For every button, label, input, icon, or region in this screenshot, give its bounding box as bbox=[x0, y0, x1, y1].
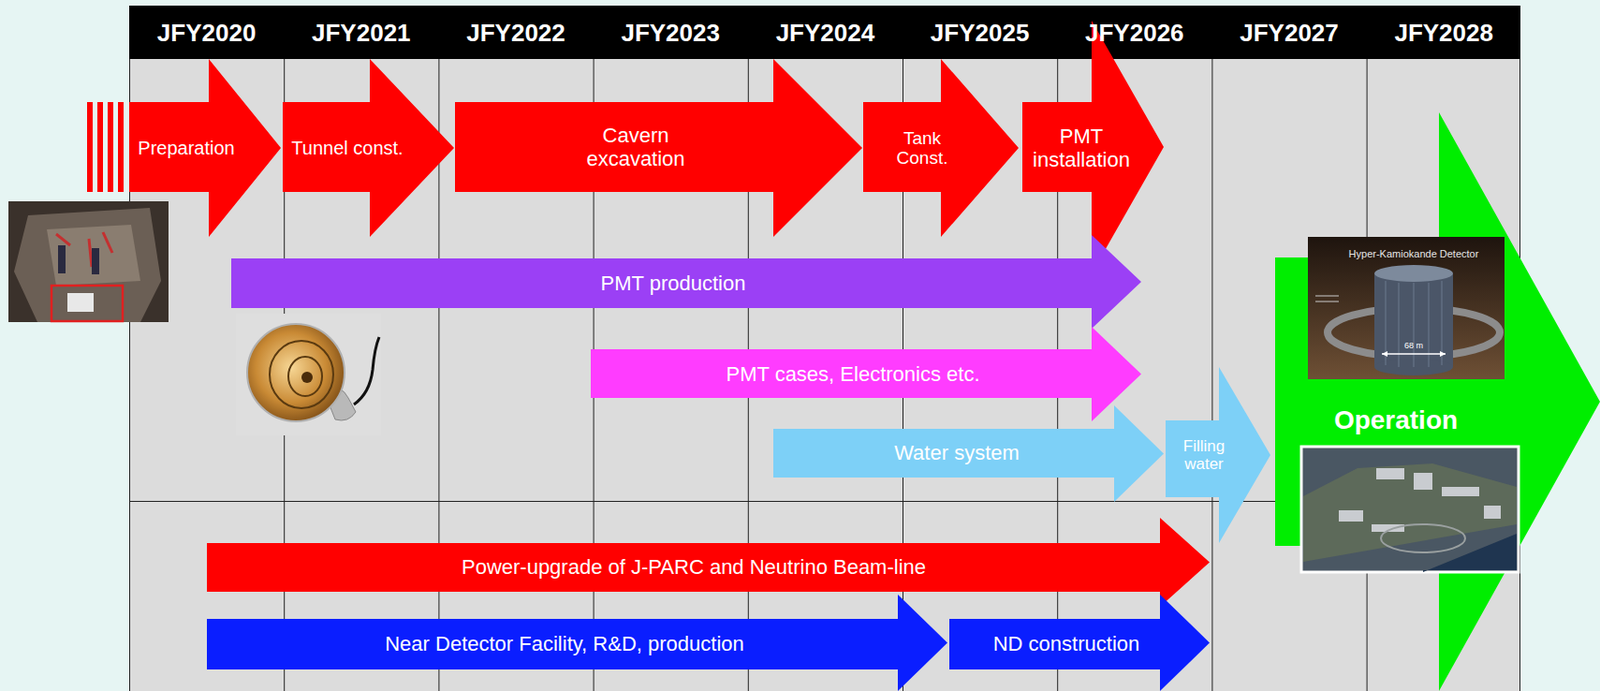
inset-title: Hyper-Kamiokande Detector bbox=[1349, 248, 1480, 260]
timeline-arrow: PMT installation bbox=[1022, 20, 1164, 274]
dimension-label: 68 m bbox=[1404, 340, 1424, 351]
label-holder: JFY2022 bbox=[466, 18, 566, 48]
arrow-polygon bbox=[863, 58, 1019, 237]
arrow-polygon bbox=[282, 58, 455, 237]
timeline-arrow: ND construction bbox=[949, 594, 1210, 691]
arrow-label: Power-upgrade of J-PARC and Neutrino Bea… bbox=[461, 556, 926, 580]
arrow-label: PMT production bbox=[601, 272, 747, 296]
arrow-label: Water system bbox=[894, 441, 1020, 466]
aerial-photo bbox=[1301, 446, 1519, 573]
text-holder: Operation bbox=[1334, 405, 1458, 435]
label-holder: JFY2023 bbox=[620, 18, 720, 48]
year-header: JFY2023 bbox=[620, 18, 720, 48]
detector-inset bbox=[1307, 236, 1505, 380]
year-header: JFY2028 bbox=[1394, 18, 1494, 48]
timeline-arrow: PMT cases, Electronics etc. bbox=[590, 326, 1142, 422]
text-holder: Filling water bbox=[1175, 437, 1233, 473]
text-holder: PMT cases, Electronics etc. bbox=[725, 363, 980, 387]
text-holder: ND construction bbox=[993, 632, 1141, 657]
label-holder: JFY2025 bbox=[930, 18, 1030, 48]
arrow-label: Operation bbox=[1334, 405, 1458, 435]
label-holder: JFY2028 bbox=[1394, 18, 1494, 48]
text-holder: Tank Const. bbox=[889, 128, 955, 169]
text-holder: Near Detector Facility, R&D, production bbox=[384, 632, 745, 657]
arrow-label: Tank Const. bbox=[889, 128, 955, 169]
arrow-polygon bbox=[773, 405, 1164, 502]
timeline-arrow: Power-upgrade of J-PARC and Neutrino Bea… bbox=[206, 517, 1210, 607]
text-holder: Tunnel const. bbox=[291, 137, 403, 159]
timeline-arrow: Filling water bbox=[1165, 366, 1271, 544]
arrow-label: Tunnel const. bbox=[291, 137, 403, 159]
label-holder: JFY2026 bbox=[1085, 18, 1185, 48]
label-holder: JFY2021 bbox=[311, 18, 412, 48]
text-holder: Cavern excavation bbox=[565, 124, 706, 171]
arrow-label: Preparation bbox=[137, 137, 235, 159]
text-holder: Power-upgrade of J-PARC and Neutrino Bea… bbox=[461, 556, 926, 580]
year-header: JFY2025 bbox=[930, 18, 1030, 48]
label-holder: JFY2027 bbox=[1239, 18, 1339, 48]
label-holder: Hyper-Kamiokande Detector bbox=[1349, 244, 1480, 262]
year-header: JFY2027 bbox=[1239, 18, 1339, 48]
year-header: JFY2020 bbox=[157, 18, 257, 48]
year-header: JFY2022 bbox=[466, 18, 566, 48]
year-header: JFY2024 bbox=[776, 18, 876, 48]
arrow-label: Near Detector Facility, R&D, production bbox=[384, 632, 745, 657]
tunnel-photo bbox=[8, 201, 169, 323]
timeline-arrow: Water system bbox=[773, 405, 1164, 502]
year-header: JFY2021 bbox=[311, 18, 412, 48]
timeline-arrow: Near Detector Facility, R&D, production bbox=[206, 594, 948, 691]
arrow-polygon bbox=[949, 594, 1210, 691]
timeline-arrow: Tunnel const. bbox=[282, 58, 455, 237]
arrow-polygon bbox=[1165, 366, 1271, 544]
arrow-label: Cavern excavation bbox=[565, 124, 706, 171]
label-holder: JFY2024 bbox=[776, 18, 876, 48]
arrow-polygon bbox=[590, 326, 1142, 422]
arrow-label: PMT installation bbox=[1015, 125, 1147, 172]
arrow-polygon bbox=[455, 58, 863, 237]
pmt-photo bbox=[235, 313, 382, 436]
label-holder: JFY2020 bbox=[157, 18, 257, 48]
arrow-polygon bbox=[206, 517, 1210, 607]
arrow-shape bbox=[1275, 112, 1600, 691]
text-holder: PMT installation bbox=[1015, 125, 1147, 172]
timeline-arrow: Cavern excavation bbox=[455, 58, 863, 237]
timeline-arrow: Tank Const. bbox=[863, 58, 1019, 237]
arrow-label: ND construction bbox=[993, 632, 1141, 657]
text-holder: PMT production bbox=[601, 272, 747, 296]
arrow-label: Filling water bbox=[1175, 437, 1233, 473]
label-holder: 68 m bbox=[1404, 335, 1424, 353]
text-holder: Preparation bbox=[137, 137, 235, 159]
text-holder: Water system bbox=[894, 441, 1020, 466]
timeline-arrow: Operation bbox=[1275, 112, 1600, 691]
arrow-polygon bbox=[1275, 112, 1600, 691]
year-header: JFY2026 bbox=[1085, 18, 1185, 48]
arrow-polygon bbox=[206, 594, 948, 691]
arrow-label: PMT cases, Electronics etc. bbox=[725, 363, 980, 387]
